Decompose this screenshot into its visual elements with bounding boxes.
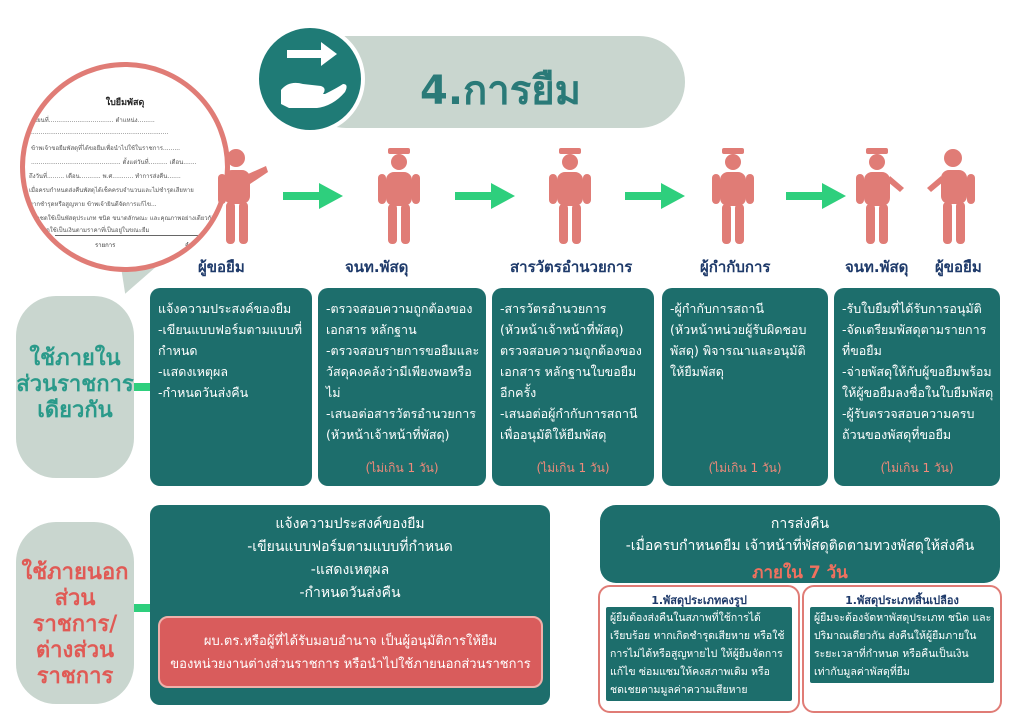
time-limit-note: (ไม่เกิน 1 วัน) (536, 461, 610, 475)
internal-label-pill (16, 296, 134, 478)
form-line: หรือชดใช้เป็นเงินตามราคาที่เป็นอยู่ในขณะ… (31, 227, 150, 234)
form-line: ........................................… (31, 129, 169, 136)
officer-person-icon (856, 148, 904, 244)
flow-arrow-icon (786, 183, 846, 209)
role-label-commander: ผู้กำกับการ (700, 258, 771, 276)
return-deadline: ภายใน 7 วัน (752, 563, 848, 583)
flow-arrow-icon (455, 183, 515, 209)
form-line: หากชำรุดหรือสูญหาย ข้าพเจ้ายินดีจัดการแก… (29, 201, 157, 208)
return-box: การส่งคืน -เมื่อครบกำหนดยืม เจ้าหน้าที่พ… (600, 505, 1000, 583)
form-line: ........................................… (31, 159, 197, 166)
inspector-person-icon (549, 148, 591, 244)
step-box-request: แจ้งความประสงค์ของยืม -เขียนแบบฟอร์มตามแ… (150, 288, 312, 486)
durable-goods-box: 1.พัสดุประเภทคงรูป ผู้ยืมต้องส่งคืนในสภา… (598, 585, 800, 713)
role-label-supply-officer: จนท.พัสดุ (845, 258, 909, 276)
page-title: 4.การยืม (420, 68, 581, 114)
step-box-disburse: -รับใบยืมที่ได้รับการอนุมัติ -จัดเตรียมพ… (834, 288, 1000, 486)
time-limit-note: (ไม่เกิน 1 วัน) (880, 461, 954, 475)
external-label: ใช้ภายนอก ส่วนราชการ/ ต่างส่วน ราชการ (21, 560, 129, 689)
consumable-goods-box: 1.พัสดุประเภทสิ้นเปลือง ผู้ยืมจะต้องจัดห… (802, 585, 1002, 713)
step-box-verify: -ตรวจสอบความถูกต้องของ เอกสาร หลักฐาน -ต… (318, 288, 486, 486)
form-table: รายการ จำนวน (55, 235, 215, 265)
form-table-header: รายการ (95, 242, 116, 249)
form-line: เขียนที่................................… (31, 117, 155, 124)
connector-bar (134, 604, 150, 612)
borrower-person-icon (927, 149, 975, 244)
form-line: ถึงวันที่......... เดือน........... พ.ศ.… (29, 173, 181, 180)
return-title: การส่งคืน (770, 516, 830, 532)
role-label-supply-officer: จนท.พัสดุ (345, 258, 409, 276)
external-approval-box: ผบ.ตร.หรือผู้ที่ได้รับมอบอำนาจ เป็นผู้อน… (158, 616, 543, 688)
consumable-goods-text: ผู้ยืมจะต้องจัดหาพัสดุประเภท ชนิด และ ปร… (810, 607, 994, 683)
internal-label: ใช้ภายใน ส่วนราชการ เดียวกัน (16, 346, 134, 423)
flow-arrow-icon (283, 183, 343, 209)
consumable-goods-heading: 1.พัสดุประเภทสิ้นเปลือง (845, 594, 959, 607)
step-box-inspector-review: -สารวัตรอำนวยการ (หัวหน้าเจ้าหน้าที่พัสด… (492, 288, 654, 486)
durable-goods-text: ผู้ยืมต้องส่งคืนในสภาพที่ใช้การได้ เรียบ… (606, 607, 792, 701)
form-table-header: จำนวน (185, 242, 204, 249)
time-limit-note: (ไม่เกิน 1 วัน) (708, 461, 782, 475)
loan-form-preview: ใบยืมพัสดุ เขียนที่.....................… (20, 62, 230, 272)
officer-person-icon (378, 148, 420, 244)
form-line: ข้าพเจ้าขอยืมพัสดุที่ได้ขอยืมเพื่อนำไปใช… (31, 145, 181, 152)
connector-bar (134, 383, 150, 391)
form-heading: ใบยืมพัสดุ (105, 98, 145, 108)
flow-arrow-icon (625, 183, 685, 209)
lending-hand-icon (255, 24, 365, 134)
external-label-pill (16, 522, 134, 704)
durable-goods-heading: 1.พัสดุประเภทคงรูป (651, 594, 747, 607)
commander-person-icon (712, 148, 754, 244)
borrower-person-icon (218, 149, 268, 244)
role-label-inspector: สารวัตรอำนวยการ (510, 258, 633, 276)
form-line: เมื่อครบกำหนดส่งคืนพัสดุได้เช็คครบจำนวนแ… (29, 187, 194, 194)
role-label-borrower: ผู้ขอยืม (198, 258, 245, 276)
time-limit-note: (ไม่เกิน 1 วัน) (365, 461, 439, 475)
role-label-borrower: ผู้ขอยืม (935, 258, 982, 276)
form-line: หรือชดใช้เป็นพัสดุประเภท ชนิด ขนาดลักษณะ… (29, 215, 216, 222)
step-box-approval: -ผู้กำกับการสถานี (หัวหน้าหน่วยผู้รับผิด… (662, 288, 828, 486)
return-line: -เมื่อครบกำหนดยืม เจ้าหน้าที่พัสดุติดตาม… (625, 538, 975, 554)
